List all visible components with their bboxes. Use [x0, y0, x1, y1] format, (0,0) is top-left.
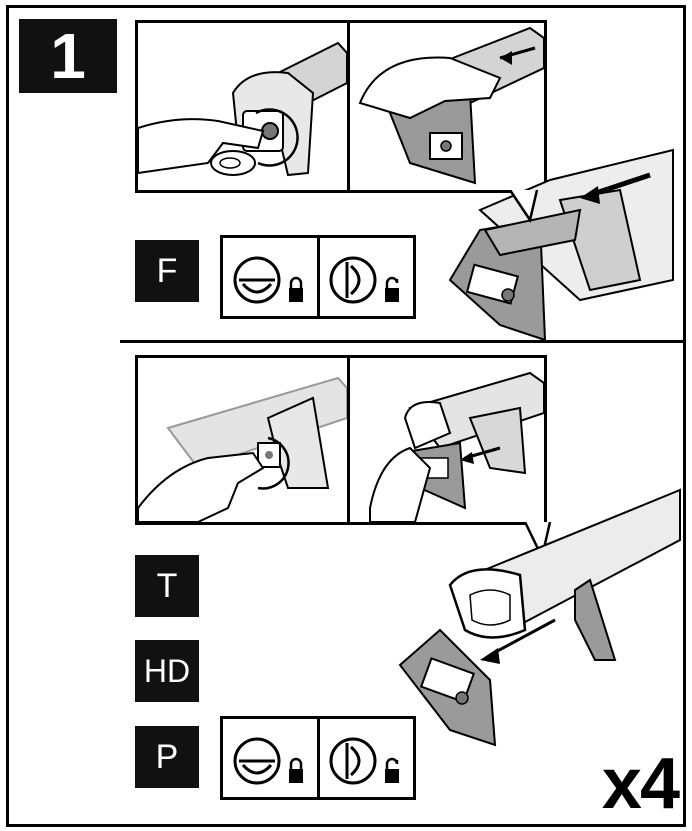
- tag-t: T: [135, 555, 199, 617]
- tag-p: P: [135, 726, 199, 788]
- lock-position-box-p: [220, 716, 416, 800]
- callout-pointer-top: [505, 190, 545, 230]
- unlock-key-illustration: [138, 23, 347, 190]
- step-number-badge: 1: [19, 19, 117, 93]
- key-slot-horizontal-icon: [231, 733, 311, 789]
- tag-hd: HD: [135, 640, 199, 702]
- unlock-key-illustration-2: [138, 358, 347, 522]
- panel-unlock-key: [135, 20, 350, 193]
- key-slot-vertical-icon: [327, 252, 407, 308]
- rack-foot-cover-illustration: [440, 140, 686, 340]
- key-slot-horizontal-icon: [231, 252, 311, 308]
- lock-position-box-f: [220, 235, 416, 319]
- tag-f: F: [135, 240, 199, 302]
- key-slot-vertical-icon: [327, 733, 407, 789]
- section-divider: [120, 340, 686, 343]
- rack-bar-removed-cover-illustration: [390, 480, 686, 750]
- panel-unlock-key-2: [135, 355, 350, 525]
- quantity-multiplier: x4: [602, 743, 678, 825]
